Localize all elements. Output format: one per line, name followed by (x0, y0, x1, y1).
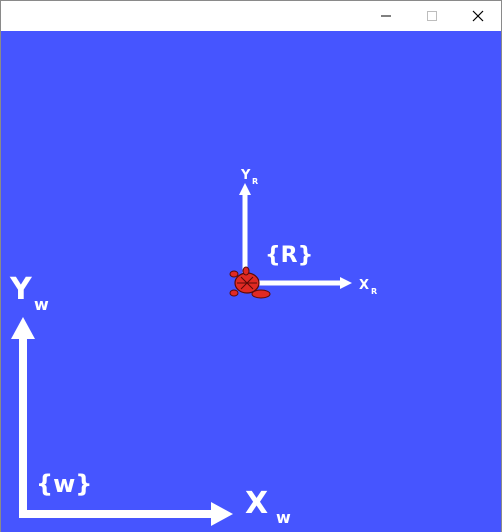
maximize-icon (426, 10, 438, 22)
world-x-subscript: w (276, 508, 291, 527)
world-x-label: X (245, 486, 268, 521)
maximize-button[interactable] (409, 1, 455, 31)
robot-y-label: Y (240, 168, 251, 183)
world-x-arrowhead (211, 502, 233, 526)
close-icon (472, 10, 484, 22)
minimize-button[interactable] (363, 1, 409, 31)
minimize-icon (380, 10, 392, 22)
robot-frame-label: {R} (265, 243, 313, 268)
world-y-arrowhead (11, 317, 35, 339)
world-y-label: Y (9, 272, 33, 307)
robot-y-subscript: R (252, 177, 258, 186)
robot-x-label: X (359, 278, 369, 293)
close-button[interactable] (455, 1, 501, 31)
title-bar[interactable] (1, 1, 501, 31)
turtlesim-canvas[interactable]: X w Y w {w} X R Y R {R} (1, 31, 501, 532)
world-y-subscript: w (34, 295, 49, 314)
robot-x-subscript: R (371, 287, 377, 296)
robot-x-arrowhead (340, 277, 352, 289)
robot-y-arrowhead (239, 183, 251, 195)
turtle-icon[interactable] (229, 266, 271, 299)
scene-svg: X w Y w {w} X R Y R {R} (1, 31, 501, 532)
world-frame: X w Y w {w} (9, 272, 291, 527)
world-frame-label: {w} (36, 470, 92, 498)
